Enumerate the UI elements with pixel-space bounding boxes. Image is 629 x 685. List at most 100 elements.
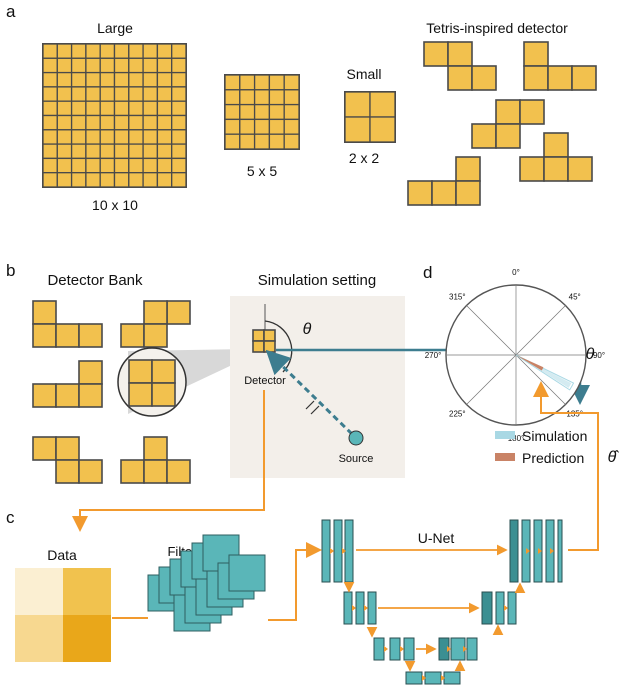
detector-pixel <box>113 172 130 188</box>
tetris-cell <box>32 323 57 348</box>
sim-detector <box>252 329 276 353</box>
detector-pixel <box>56 172 73 188</box>
tetris-cell <box>263 340 276 353</box>
tetris-title: Tetris-inspired detector <box>426 20 568 36</box>
detector-pixel <box>156 172 173 188</box>
detector-pixel <box>268 118 285 135</box>
detector-pixel <box>85 43 101 59</box>
detector-pixel <box>283 89 300 106</box>
detector-pixel <box>85 172 101 188</box>
detector-pixel <box>224 103 241 121</box>
unet-level1-enc <box>333 519 343 583</box>
tetris-cell <box>523 41 549 67</box>
detector-pixel <box>128 129 144 145</box>
detector-pixel <box>344 116 371 143</box>
detector-pixel <box>156 129 173 145</box>
detector-pixel <box>142 129 159 145</box>
tetris-cell <box>455 156 481 182</box>
unet-label: U-Net <box>418 530 455 546</box>
tetris-cell <box>571 65 597 91</box>
detector-pixel <box>113 71 130 88</box>
detector-pixel <box>128 43 144 59</box>
detector-pixel <box>99 100 116 117</box>
large-detector-grid <box>42 43 187 188</box>
unet-level3-enc <box>373 637 385 661</box>
detector-pixel <box>56 71 73 88</box>
detector-pixel <box>369 116 396 143</box>
detector-pixel <box>253 89 271 106</box>
filter-to-unet-arrow <box>268 542 322 621</box>
flow-arrowhead <box>330 548 334 554</box>
unet-level2-enc <box>367 591 377 625</box>
panel-label-d: d <box>423 263 432 282</box>
sim-theta: θ <box>303 321 312 338</box>
data-cell-4 <box>63 615 111 662</box>
detector-pixel <box>128 86 144 102</box>
tetris-cell <box>543 156 569 182</box>
flow-arrowhead <box>342 548 346 554</box>
detector-pixel <box>156 86 173 102</box>
detector-pixel <box>113 157 130 174</box>
detector-pixel <box>224 74 241 91</box>
detector-pixel <box>224 89 241 106</box>
small-title: Small <box>346 66 381 82</box>
detector-pixel <box>42 43 58 59</box>
flow-arrowhead <box>526 548 530 554</box>
detector-pixel <box>56 86 73 102</box>
medium-caption: 5 x 5 <box>247 163 278 179</box>
tetris-cell <box>55 323 80 348</box>
tetris-cell <box>519 156 545 182</box>
flow-arrowhead <box>447 646 451 652</box>
detector-pixel <box>42 157 58 174</box>
detector-pixel <box>344 91 371 118</box>
detector-pixel <box>99 157 116 174</box>
detector-pixel <box>128 114 144 131</box>
detector-pixel <box>268 103 285 121</box>
detector-pixel <box>85 57 101 74</box>
detector-pixel <box>99 143 116 160</box>
detector-pixel <box>128 172 144 188</box>
tetris-cell <box>252 329 265 342</box>
detector-pixel <box>85 100 101 117</box>
tetris-cell <box>78 360 103 385</box>
tetris-cell <box>523 65 549 91</box>
detector-pixel <box>142 100 159 117</box>
detector-pixel <box>113 114 130 131</box>
detector-pixel <box>171 86 187 102</box>
tetris-cell <box>252 340 265 353</box>
source-label: Source <box>339 453 374 465</box>
source-marker <box>348 430 364 446</box>
tetris-cell <box>78 459 103 484</box>
tetris-cell <box>120 459 145 484</box>
tetris-cell <box>128 359 153 384</box>
detector-pixel <box>142 86 159 102</box>
detector-pixel <box>268 74 285 91</box>
detector-pixel <box>70 172 87 188</box>
tetris-cell <box>32 383 57 408</box>
detector-label: Detector <box>244 375 286 387</box>
detector-pixel <box>369 91 396 118</box>
detector-pixel <box>283 133 300 150</box>
detector-pixel <box>156 143 173 160</box>
flow-arrowhead <box>550 548 554 554</box>
detector-pixel <box>239 103 256 121</box>
unet-level3-enc <box>389 637 401 661</box>
detector-pixel <box>253 103 271 121</box>
detector-pixel <box>171 57 187 74</box>
unet-level3-dec <box>466 637 478 661</box>
break-mark-1 <box>305 400 315 410</box>
large-title: Large <box>97 20 133 36</box>
detector-pixel <box>239 118 256 135</box>
unet-level2-enc <box>343 591 353 625</box>
polar-plot: 0°45°90°135°180°225°270°315° <box>425 268 605 443</box>
tetris-cell <box>423 41 449 67</box>
detector-pixel <box>142 157 159 174</box>
detector-pixel <box>42 129 58 145</box>
detector-pixel <box>239 74 256 91</box>
filter-map <box>228 554 266 592</box>
unet-bottleneck <box>424 671 442 685</box>
detector-pixel <box>70 114 87 131</box>
detector-pixel <box>171 143 187 160</box>
detector-pixel <box>156 114 173 131</box>
detector-pixel <box>85 129 101 145</box>
